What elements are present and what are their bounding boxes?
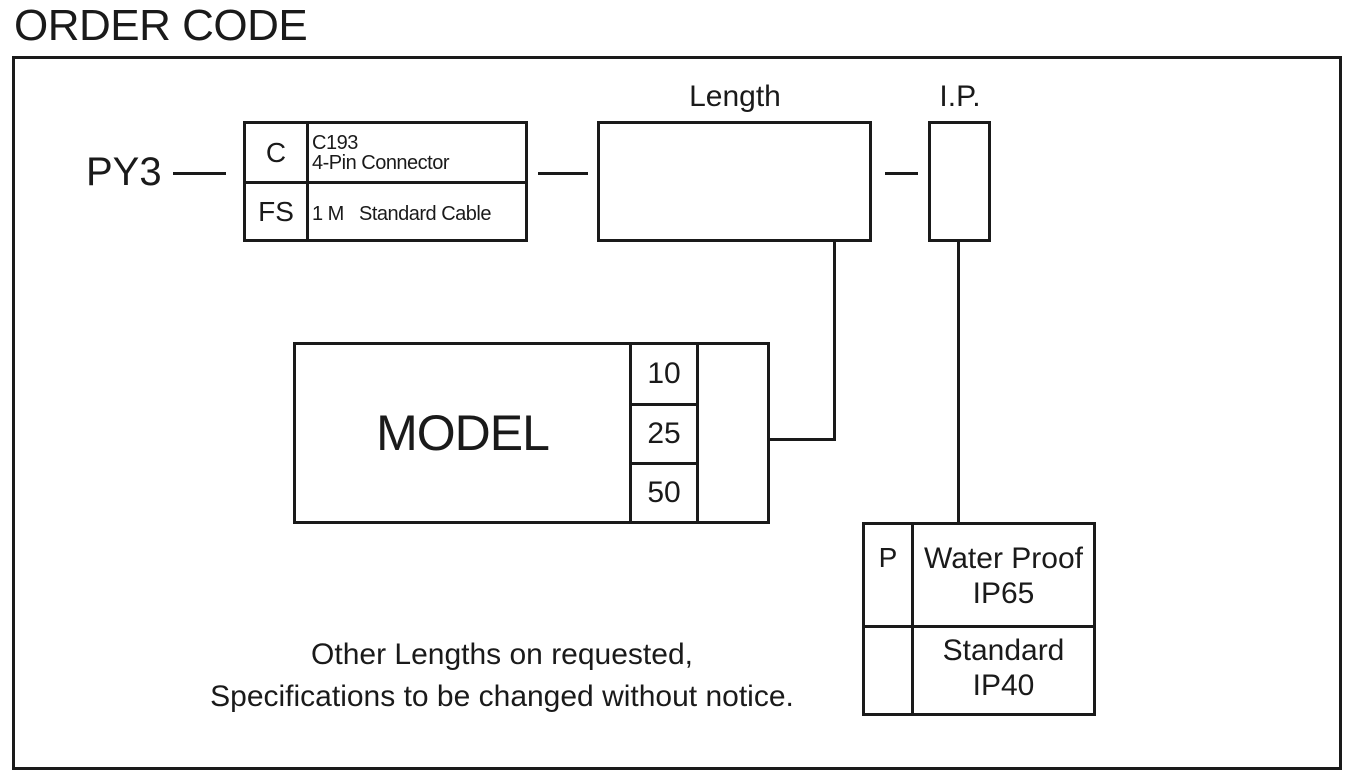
ip-option-code-p: P bbox=[878, 542, 898, 573]
connector-table: C C193 4-Pin Connector FS 1 M Standard C… bbox=[243, 121, 528, 242]
ip-option-waterproof-line2: IP65 bbox=[972, 577, 1035, 610]
length-dash bbox=[538, 172, 588, 175]
model-option-row-divider-1 bbox=[632, 403, 696, 406]
ip-option-standard-line1: Standard bbox=[942, 634, 1065, 667]
model-label: MODEL bbox=[376, 405, 550, 461]
ip-label: I.P. bbox=[939, 80, 981, 113]
model-table-divider-2 bbox=[696, 345, 699, 521]
prefix-label: PY3 bbox=[86, 150, 162, 194]
ip-options-table: P Water Proof IP65 Standard IP40 bbox=[862, 522, 1096, 716]
ip-table-row-divider bbox=[865, 625, 1093, 628]
diagram-frame bbox=[12, 56, 1342, 770]
connector-code-fs: FS bbox=[258, 195, 294, 227]
ip-dash bbox=[885, 172, 918, 175]
model-option-row-divider-2 bbox=[632, 462, 696, 465]
connector-table-row-divider bbox=[246, 181, 525, 184]
ip-option-standard-line2: IP40 bbox=[972, 669, 1035, 702]
connector-dash bbox=[173, 172, 226, 175]
ip-option-waterproof-line1: Water Proof bbox=[924, 542, 1083, 575]
footnote-line1: Other Lengths on requested, bbox=[311, 638, 693, 671]
ip-option-waterproof: Water Proof IP65 bbox=[914, 541, 1093, 611]
model-table-divider-1 bbox=[629, 345, 632, 521]
length-box bbox=[597, 121, 872, 242]
ip-box bbox=[928, 121, 991, 242]
ip-option-code-standard bbox=[865, 628, 911, 713]
length-label: Length bbox=[689, 80, 781, 113]
connector-desc-c: C193 4-Pin Connector bbox=[312, 132, 450, 174]
length-option-10: 10 bbox=[647, 357, 681, 390]
ip-leader-vertical bbox=[957, 241, 960, 524]
length-option-50: 50 bbox=[647, 476, 681, 509]
length-leader-vertical bbox=[833, 241, 836, 441]
ip-option-standard: Standard IP40 bbox=[914, 633, 1093, 703]
footnote: Other Lengths on requested, Specificatio… bbox=[202, 634, 802, 718]
page-title: ORDER CODE bbox=[14, 1, 308, 50]
model-table: MODEL 10 25 50 bbox=[293, 342, 770, 524]
connector-desc-c-line1: C193 bbox=[312, 132, 358, 154]
ip-table-divider bbox=[911, 525, 914, 713]
length-option-25: 25 bbox=[647, 417, 681, 450]
connector-desc-fs: 1 M Standard Cable bbox=[312, 203, 492, 225]
footnote-line2: Specifications to be changed without not… bbox=[210, 680, 794, 713]
connector-desc-c-line2: 4-Pin Connector bbox=[312, 152, 450, 174]
connector-code-c: C bbox=[265, 136, 287, 168]
length-leader-horizontal bbox=[767, 438, 836, 441]
